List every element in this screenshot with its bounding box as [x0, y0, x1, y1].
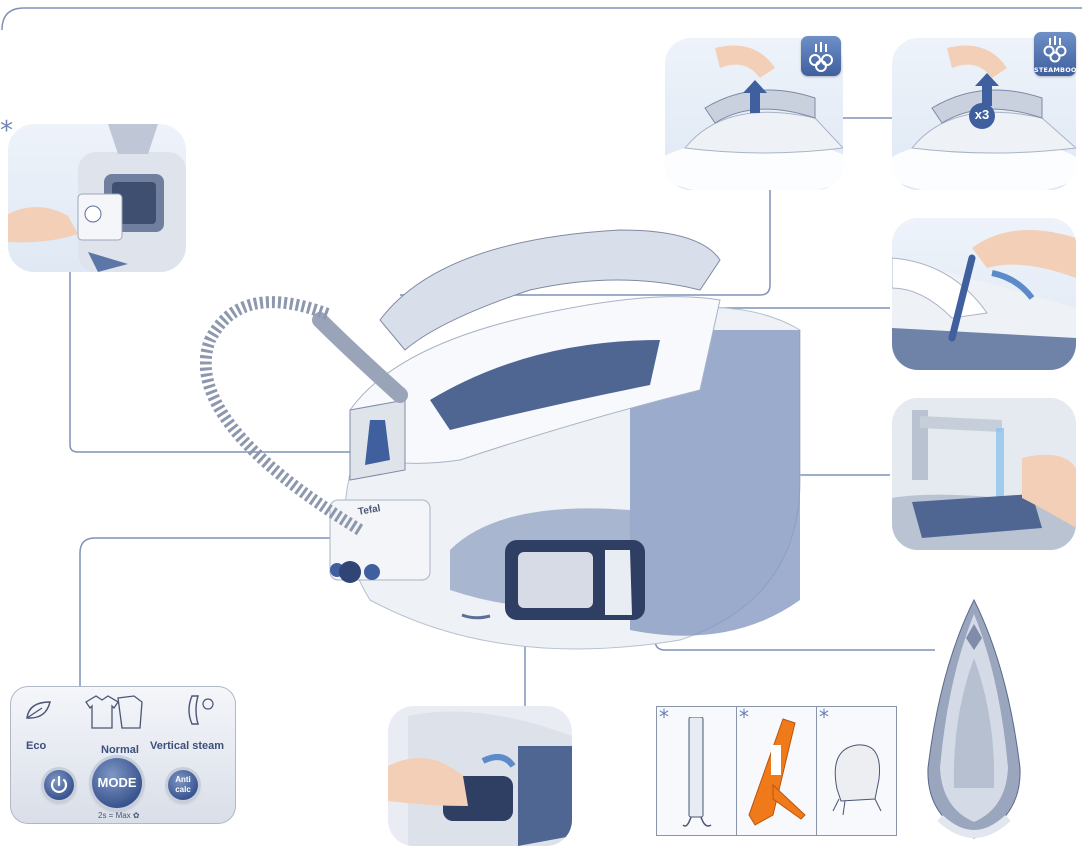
steamboost-icon: STEAMBOOST	[1034, 32, 1082, 76]
cartridge-removal-panel	[8, 124, 186, 272]
steam-illustration	[665, 45, 843, 190]
steam-trigger-panel	[665, 38, 843, 190]
control-panel-closeup: Eco Normal Vertical steam MODE 2s = Max …	[10, 686, 236, 824]
eco-leaf-icon	[26, 701, 51, 719]
power-button[interactable]	[44, 770, 74, 800]
anti-calc-line2: calc	[175, 785, 191, 794]
accessory-asterisk: *	[659, 705, 669, 729]
cartridge-illustration	[8, 124, 186, 272]
vertical-steam-label: Vertical steam	[150, 740, 224, 752]
steam-small-icon: ✿	[132, 811, 140, 820]
vertical-steam-icon	[188, 695, 214, 725]
cord-storage-panel	[388, 706, 572, 846]
mode-button-label: MODE	[97, 775, 137, 790]
water-fill-panel	[892, 398, 1076, 550]
carry-lock-illustration	[892, 230, 1076, 370]
steamboost-multiplier: x3	[974, 107, 990, 122]
accessory-asterisk: *	[819, 705, 829, 729]
boost-hint: 2s = Max ✿	[98, 811, 140, 820]
mitt-icon	[832, 744, 882, 816]
steamboost-caption: STEAMBOOST	[1034, 66, 1082, 74]
anti-calc-line1: Anti	[175, 775, 191, 784]
normal-label: Normal	[101, 744, 139, 756]
accessory-asterisk: *	[739, 705, 749, 729]
eco-label: Eco	[26, 740, 47, 752]
mode-button[interactable]: MODE	[92, 758, 142, 808]
accessory-mitt: *	[816, 706, 897, 836]
steam-icon	[801, 36, 841, 76]
soleplate-illustration	[927, 598, 1021, 839]
boost-hint-text: 2s = Max	[98, 811, 131, 820]
anti-calc-button[interactable]: Anti calc	[168, 770, 198, 800]
carry-lock-panel	[892, 218, 1076, 370]
orange-holder-icon	[748, 718, 806, 826]
accessory-holder: *	[736, 706, 817, 836]
steam-generator-illustration	[200, 229, 801, 650]
cord-storage-illustration	[388, 706, 572, 846]
accessory-hook: *	[656, 706, 737, 836]
power-icon	[50, 775, 68, 793]
normal-clothes-icon	[85, 695, 143, 729]
steamboost-illustration	[892, 45, 1076, 190]
hook-icon	[682, 717, 712, 827]
water-fill-illustration	[892, 398, 1076, 550]
